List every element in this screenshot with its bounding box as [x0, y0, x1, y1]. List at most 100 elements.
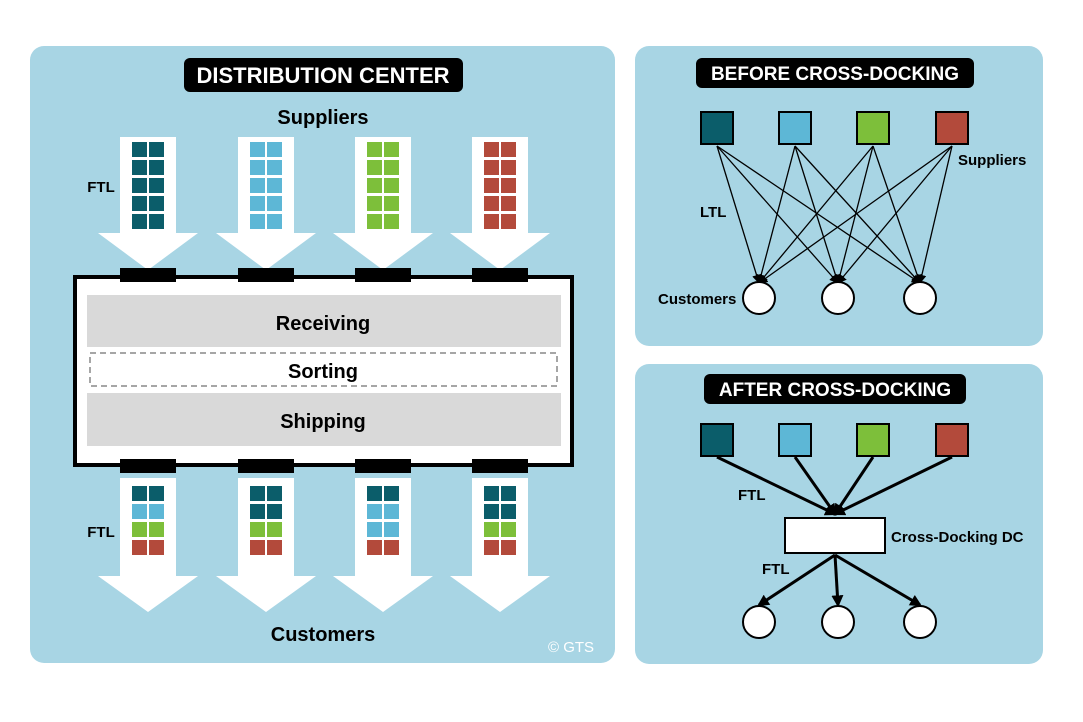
outbound-pallet-box	[501, 540, 516, 555]
inbound-pallet-box	[484, 178, 499, 193]
supplier-square	[935, 423, 969, 457]
dock-door-top	[472, 268, 528, 282]
inbound-pallet-box	[501, 160, 516, 175]
cross-docking-dc-box	[784, 517, 886, 554]
inbound-pallet-box	[367, 142, 382, 157]
ltl-line	[716, 145, 761, 284]
inbound-arrow	[450, 137, 550, 270]
outbound-pallet-box	[250, 540, 265, 555]
inbound-pallet-box	[132, 178, 147, 193]
outbound-pallet-box	[267, 522, 282, 537]
outbound-pallet-box	[384, 540, 399, 555]
ltl-connections	[716, 145, 953, 284]
inbound-pallet-box	[132, 142, 147, 157]
before-ltl-label: LTL	[700, 204, 726, 221]
outbound-pallet-box	[250, 522, 265, 537]
ltl-line	[716, 145, 921, 284]
customer-circle	[821, 281, 855, 315]
outbound-pallet-box	[384, 504, 399, 519]
inbound-pallet-box	[384, 160, 399, 175]
outbound-pallet-box	[484, 486, 499, 501]
after-ftl-outbound-label: FTL	[762, 561, 790, 578]
dock-door-top	[120, 268, 176, 282]
dc-title-badge: DISTRIBUTION CENTER	[184, 58, 463, 92]
inbound-pallet-box	[384, 178, 399, 193]
inbound-pallet-box	[149, 196, 164, 211]
customer-circle	[903, 605, 937, 639]
ltl-line	[837, 145, 953, 284]
inbound-pallet-box	[501, 178, 516, 193]
dock-door-bottom	[120, 459, 176, 473]
outbound-pallet-box	[132, 504, 147, 519]
inbound-pallet-box	[384, 142, 399, 157]
outbound-pallet-box	[250, 486, 265, 501]
inbound-pallet-box	[267, 178, 282, 193]
inbound-pallet-box	[267, 214, 282, 229]
inbound-pallet-box	[250, 214, 265, 229]
inbound-arrow	[333, 137, 433, 270]
supplier-square	[856, 111, 890, 145]
shipping-zone	[87, 393, 561, 446]
dock-doors	[120, 268, 528, 473]
ftl-outbound-line	[834, 553, 923, 607]
outbound-pallet-box	[501, 522, 516, 537]
dc-ftl-outbound-label: FTL	[87, 524, 115, 541]
after-title: AFTER CROSS-DOCKING	[719, 380, 951, 401]
dock-door-bottom	[472, 459, 528, 473]
outbound-pallet-box	[149, 522, 164, 537]
inbound-pallet-box	[149, 142, 164, 157]
sorting-label: Sorting	[288, 361, 358, 383]
outbound-arrows	[98, 478, 550, 612]
copyright-text: © GTS	[548, 639, 594, 656]
inbound-pallet-box	[132, 160, 147, 175]
sorting-zone	[89, 352, 558, 387]
inbound-pallet-box	[367, 196, 382, 211]
inbound-arrows	[98, 137, 550, 270]
inbound-pallet-box	[149, 214, 164, 229]
inbound-arrow	[98, 137, 198, 270]
dock-door-bottom	[355, 459, 411, 473]
inbound-pallet-box	[501, 142, 516, 157]
warehouse-building: Receiving Sorting Shipping	[73, 275, 574, 467]
inbound-pallet-box	[149, 160, 164, 175]
outbound-pallet-box	[367, 540, 382, 555]
outbound-pallet-box	[149, 504, 164, 519]
ltl-line	[758, 145, 874, 284]
outbound-pallet-box	[367, 486, 382, 501]
ftl-connections	[716, 455, 953, 608]
outbound-pallet-box	[149, 540, 164, 555]
inbound-pallet-box	[484, 214, 499, 229]
supplier-square	[700, 423, 734, 457]
outbound-arrow	[216, 478, 316, 612]
dc-suppliers-label: Suppliers	[277, 107, 368, 129]
outbound-arrow	[450, 478, 550, 612]
outbound-pallet-box	[484, 504, 499, 519]
outbound-pallet-box	[132, 522, 147, 537]
ltl-line	[794, 145, 921, 284]
outbound-pallet-box	[367, 522, 382, 537]
outbound-pallet-box	[267, 504, 282, 519]
before-customers	[742, 281, 937, 315]
outbound-pallet-box	[132, 486, 147, 501]
inbound-pallet-box	[250, 160, 265, 175]
inbound-pallet-box	[384, 196, 399, 211]
inbound-pallet-box	[501, 196, 516, 211]
outbound-pallet-box	[501, 504, 516, 519]
inbound-arrow	[216, 137, 316, 270]
dock-door-bottom	[238, 459, 294, 473]
outbound-pallet-box	[250, 504, 265, 519]
after-customers	[742, 605, 937, 639]
supplier-square	[700, 111, 734, 145]
shipping-label: Shipping	[280, 411, 366, 433]
inbound-pallet-box	[250, 142, 265, 157]
supplier-square	[856, 423, 890, 457]
outbound-pallet-box	[149, 486, 164, 501]
outbound-pallet-box	[267, 540, 282, 555]
outbound-pallet-box	[132, 540, 147, 555]
before-title: BEFORE CROSS-DOCKING	[711, 64, 959, 85]
inbound-pallet-box	[267, 142, 282, 157]
supplier-square	[935, 111, 969, 145]
outbound-pallet-box	[384, 522, 399, 537]
inbound-pallet-box	[501, 214, 516, 229]
before-suppliers	[700, 111, 969, 145]
